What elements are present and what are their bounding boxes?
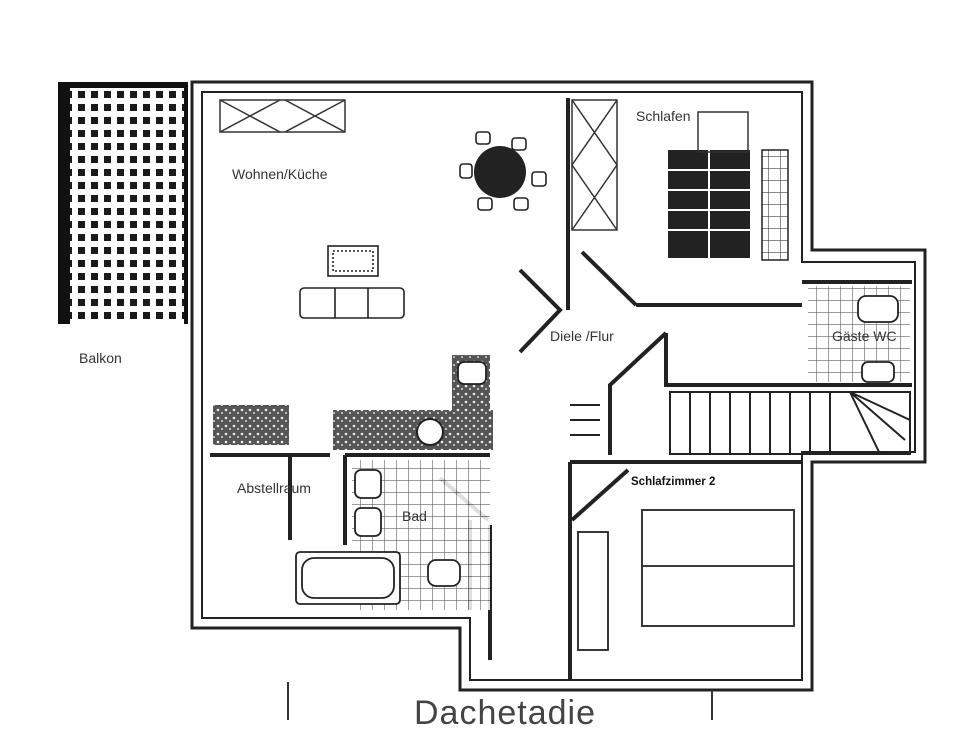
label-schlafen: Schlafen xyxy=(636,108,691,124)
balcony-area xyxy=(58,82,188,324)
label-gaeste-wc: Gäste WC xyxy=(832,328,897,344)
bed-schlafzimmer-2 xyxy=(577,509,795,651)
living-furniture xyxy=(299,245,405,319)
bottom-marks xyxy=(287,682,713,720)
outer-walls xyxy=(190,80,927,692)
bed-schlafen xyxy=(668,111,789,261)
bathroom-fixtures xyxy=(295,295,899,605)
label-abstellraum: Abstellraum xyxy=(237,480,311,496)
label-wohnen-kueche: Wohnen/Küche xyxy=(232,166,328,182)
plan-caption: Dachetadie xyxy=(414,694,597,732)
label-schlafzimmer-2: Schlafzimmer 2 xyxy=(631,476,716,488)
label-balkon: Balkon xyxy=(79,350,122,366)
staircase xyxy=(570,391,911,455)
hatched-wall-sections xyxy=(213,355,493,450)
label-bad: Bad xyxy=(402,508,427,524)
label-diele-flur: Diele /Flur xyxy=(550,328,614,344)
dining-table xyxy=(459,131,547,211)
windows xyxy=(219,99,618,231)
